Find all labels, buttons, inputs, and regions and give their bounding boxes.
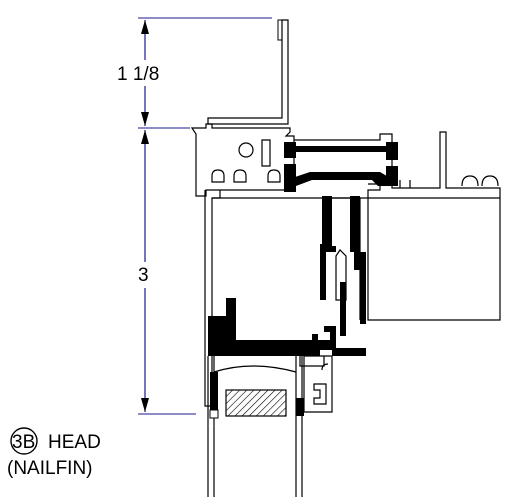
screw-boss-3 xyxy=(233,169,247,183)
weatherstrip-bar-lower xyxy=(286,172,394,186)
sash-stop-detail xyxy=(321,363,329,371)
frame-head-chamber xyxy=(190,123,295,197)
glazing-bead-left xyxy=(210,372,218,418)
interlock-left-fin xyxy=(320,196,336,300)
callout-subtitle: (NAILFIN) xyxy=(7,458,93,479)
sash-inner-slot xyxy=(213,321,221,351)
callout-title: HEAD xyxy=(48,432,101,453)
weatherstrip-left-block xyxy=(284,142,296,192)
frame-right-bosses xyxy=(461,175,499,187)
dim-lower-label-bg xyxy=(134,262,156,288)
glazing-bead-left-notch xyxy=(209,409,219,419)
dim-upper-label: 1 1/8 xyxy=(117,64,159,85)
callout-circle xyxy=(10,427,38,455)
spacer-hatched xyxy=(225,389,287,417)
sash-lower-lip xyxy=(299,356,325,367)
dim-lower-label: 3 xyxy=(138,265,149,286)
sash-glass-stop xyxy=(303,355,333,413)
interlock-right-fin xyxy=(350,196,366,324)
dim-arrow-up-2 xyxy=(141,130,149,144)
screw-boss-2 xyxy=(211,169,225,183)
weatherstrip-bar-upper xyxy=(286,146,394,152)
frame-left-leg xyxy=(204,190,221,407)
interlock-core xyxy=(340,282,346,336)
interlock-center-web xyxy=(335,249,347,301)
glazing-bead-right xyxy=(296,398,304,416)
dim-upper-label-bg xyxy=(112,60,178,86)
center-interlock xyxy=(320,196,366,336)
weatherstrips-top xyxy=(284,142,398,192)
nailfin xyxy=(207,19,289,125)
dim-arrow-down-1 xyxy=(141,112,149,126)
weatherstrip-right-block xyxy=(386,142,398,186)
sash-stop-boss xyxy=(313,383,327,405)
sash-rail xyxy=(208,298,366,367)
screw-boss-4 xyxy=(267,169,281,183)
glazing-unit xyxy=(207,355,333,497)
callout-tag: 3B xyxy=(12,432,35,453)
sash-weatherstrip-base xyxy=(208,298,366,356)
frame-internal-rib xyxy=(261,139,271,167)
glass-curve xyxy=(213,365,297,373)
screw-boss-1 xyxy=(238,142,254,158)
dim-arrow-up-1 xyxy=(141,20,149,34)
frame-right-top xyxy=(294,131,501,198)
section-callout: 3B HEAD (NAILFIN) xyxy=(7,427,101,479)
dim-arrow-down-2 xyxy=(141,398,149,412)
frame-right-detail xyxy=(399,180,411,188)
glass-pane-right xyxy=(295,356,303,497)
